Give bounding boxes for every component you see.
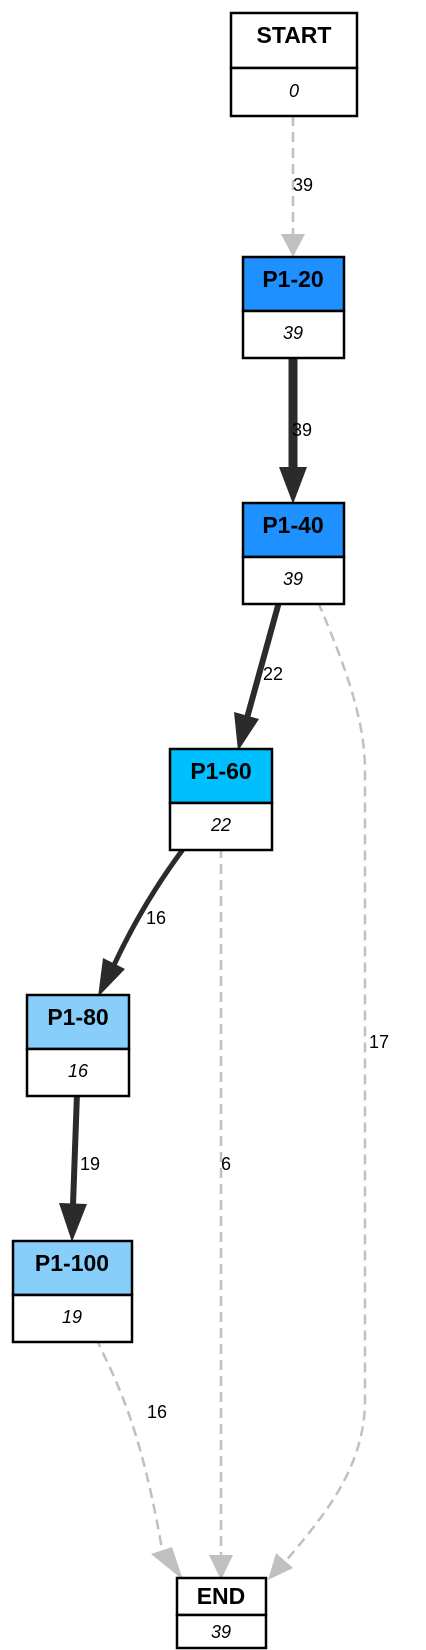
node-title: END	[197, 1583, 246, 1609]
node-count: 39	[283, 323, 303, 343]
node-header	[241, 255, 346, 313]
edge-line	[111, 846, 187, 967]
edge-p1-60-p1-80: 16	[98, 846, 187, 997]
arrowhead	[281, 234, 305, 257]
node-title: P1-40	[262, 512, 323, 538]
node-body	[229, 66, 359, 118]
arrowhead	[268, 1553, 293, 1580]
node-end[interactable]: END 39	[175, 1576, 268, 1650]
node-count: 39	[211, 1622, 231, 1642]
edge-p1-80-p1-100: 19	[59, 1092, 100, 1242]
edge-label: 39	[293, 175, 313, 195]
edge-p1-100-end: 16	[94, 1337, 183, 1580]
node-count: 0	[289, 81, 299, 101]
node-p1-40[interactable]: P1-40 39	[241, 501, 346, 606]
node-body	[168, 801, 274, 852]
node-title: P1-100	[35, 1250, 109, 1276]
arrowhead	[279, 467, 307, 504]
node-count: 19	[62, 1307, 82, 1327]
edge-label: 17	[369, 1032, 389, 1052]
edge-p1-20-p1-40: 39	[279, 357, 312, 504]
node-title: P1-60	[190, 758, 251, 784]
node-body	[175, 1613, 268, 1650]
node-body	[241, 555, 346, 606]
node-header	[11, 1239, 134, 1297]
edge-line	[244, 601, 282, 719]
node-title: P1-20	[262, 266, 323, 292]
node-header	[229, 11, 359, 70]
arrowhead	[98, 958, 125, 997]
edge-line	[284, 601, 367, 1563]
edge-line	[70, 1092, 80, 1206]
node-title: P1-80	[47, 1004, 108, 1030]
edge-label: 16	[146, 908, 166, 928]
edge-label: 39	[292, 420, 312, 440]
arrowhead	[234, 712, 259, 751]
node-body	[11, 1293, 134, 1344]
edge-line	[94, 1337, 165, 1556]
node-title: START	[257, 22, 332, 48]
edge-p1-60-end: 6	[209, 848, 233, 1580]
edge-label: 6	[221, 1154, 231, 1174]
node-p1-100[interactable]: P1-100 19	[11, 1239, 134, 1344]
edge-p1-40-end: 17	[268, 601, 389, 1580]
node-count: 22	[210, 815, 231, 835]
edge-label: 22	[263, 664, 283, 684]
node-start[interactable]: START 0	[229, 11, 359, 118]
node-p1-20[interactable]: P1-20 39	[241, 255, 346, 360]
node-p1-60[interactable]: P1-60 22	[168, 747, 274, 852]
node-count: 16	[68, 1061, 89, 1081]
node-p1-80[interactable]: P1-80 16	[25, 993, 131, 1098]
arrowhead	[209, 1555, 233, 1580]
arrowhead	[59, 1203, 87, 1242]
node-count: 39	[283, 569, 303, 589]
edge-label: 19	[80, 1154, 100, 1174]
arrowhead	[151, 1547, 183, 1580]
node-body	[241, 309, 346, 360]
edge-start-p1-20: 39	[281, 116, 313, 257]
node-body	[25, 1047, 131, 1098]
node-header	[25, 993, 131, 1051]
edge-p1-40-p1-60: 22	[234, 601, 283, 751]
edge-label: 16	[147, 1402, 167, 1422]
